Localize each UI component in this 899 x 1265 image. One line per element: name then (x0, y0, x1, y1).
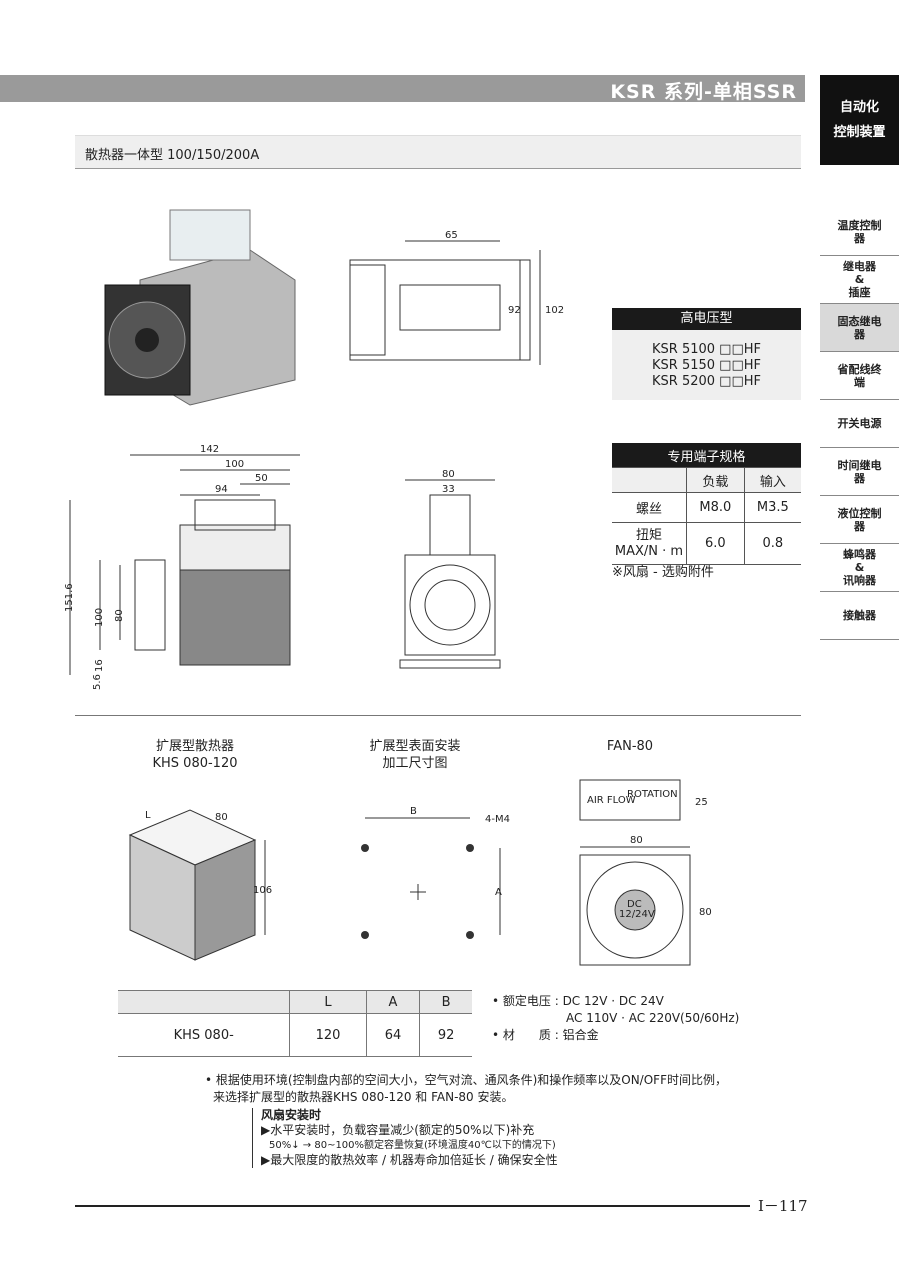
air-flow-label: AIR FLOW (587, 795, 636, 806)
dim-25: 25 (695, 797, 708, 808)
nav-item[interactable]: 继电器 & 插座 (820, 256, 899, 304)
footer-line (75, 1205, 750, 1207)
dim-94: 94 (215, 484, 228, 495)
page-title: KSR 系列-单相SSR (610, 81, 797, 103)
nav-item[interactable]: 固态继电 器 (820, 304, 899, 352)
cell: 64 (365, 1013, 420, 1057)
fan-voltage: 12/24V (619, 909, 655, 920)
cell: M3.5 (743, 492, 801, 523)
fan-drawing: AIR FLOW ROTATION 25 80 DC 12/24V 80 (579, 779, 712, 966)
cell: 92 (419, 1013, 472, 1057)
section-header: 散热器一体型 100/150/200A (75, 135, 801, 169)
dim-end-33: 33 (442, 484, 455, 495)
category-tab[interactable]: 自动化控制装置 (820, 75, 899, 165)
page-number: I－117 (758, 1197, 808, 1215)
dim-side-80: 80 (114, 609, 125, 622)
fan-install-note: 风扇安装时 ▶水平安装时，负载容量减少(额定的50%以下)补充 50%↓ → 8… (252, 1108, 558, 1168)
fan-dc: DC (627, 899, 642, 910)
nav-item[interactable]: 省配线终 端 (820, 352, 899, 400)
dim-65: 65 (445, 230, 458, 241)
side-nav: 温度控制 器继电器 & 插座固态继电 器省配线终 端开关电源时间继电 器液位控制… (820, 208, 899, 640)
caption-mount: 扩展型表面安装加工尺寸图 (369, 739, 461, 771)
cell: M8.0 (686, 492, 745, 523)
caption-fan: FAN-80 (606, 739, 654, 754)
header-bar: KSR 系列-单相SSR (0, 75, 805, 103)
usage-note: • 根据使用环境(控制盘内部的空间大小，空气对流、通风条件)和操作频率以及ON/… (205, 1073, 727, 1104)
end-view-drawing: 80 33 (399, 469, 501, 669)
dim-fan-h80: 80 (699, 907, 712, 918)
col-input: 输入 (743, 467, 801, 493)
category-line-1: 自动化 (839, 100, 879, 115)
dim-92: 92 (508, 305, 521, 316)
dim-102: 102 (545, 305, 564, 316)
category-line-2: 控制装置 (833, 125, 886, 140)
nav-item[interactable]: 时间继电 器 (820, 448, 899, 496)
fan-spec: • 额定电压 : DC 12V · DC 24V AC 110V · AC 22… (492, 994, 740, 1042)
dim-hs-80: 80 (215, 812, 228, 823)
dim-5-6: 5.6 (92, 674, 103, 690)
nav-item[interactable]: 温度控制 器 (820, 208, 899, 256)
dim-B: B (410, 806, 417, 817)
nav-item[interactable]: 蜂鸣器 & 讯响器 (820, 544, 899, 592)
product-photo (104, 209, 296, 406)
front-view-drawing: 142 100 94 50 151.6 100 80 16 5.6 (64, 444, 300, 690)
nav-item[interactable]: 液位控制 器 (820, 496, 899, 544)
dim-16: 16 (94, 659, 105, 672)
dim-fan-w80: 80 (630, 835, 643, 846)
spec-box: 高电压型 KSR 5100 □□HF KSR 5150 □□HF KSR 520… (612, 308, 801, 400)
dim-A: A (495, 887, 502, 898)
fan-note: ※风扇 - 选购附件 (612, 565, 714, 580)
dim-end-80: 80 (442, 469, 455, 480)
model-2: KSR 5150 □□HF (652, 358, 761, 373)
dim-side-100: 100 (94, 608, 105, 627)
model-1: KSR 5100 □□HF (652, 342, 761, 357)
diag-cell (612, 467, 687, 493)
dim-151-6: 151.6 (64, 583, 75, 612)
row-label: 扭矩 MAX/N · m (612, 522, 687, 565)
divider (75, 715, 801, 716)
dim-106: 106 (253, 885, 272, 896)
col-load: 负载 (686, 467, 745, 493)
nav-item[interactable]: 接触器 (820, 592, 899, 640)
cell: KHS 080- (118, 1013, 290, 1057)
rotation-label: ROTATION (627, 789, 678, 800)
dim-50: 50 (255, 473, 268, 484)
spec-title: 高电压型 (612, 308, 801, 330)
cell: 0.8 (743, 522, 801, 565)
section-title: 散热器一体型 100/150/200A (85, 148, 260, 163)
heatsink-drawing: L 80 106 (128, 809, 272, 961)
cell: 6.0 (686, 522, 745, 565)
mounting-drawing: B 4-M4 A (361, 806, 510, 939)
row-label: 螺丝 (612, 492, 687, 523)
dim-4-M4: 4-M4 (485, 814, 510, 825)
cell: 120 (289, 1013, 367, 1057)
dim-L: L (145, 810, 151, 821)
dim-142: 142 (200, 444, 219, 455)
nav-item[interactable]: 开关电源 (820, 400, 899, 448)
model-3: KSR 5200 □□HF (652, 374, 761, 389)
top-view-drawing: 65 92 102 (349, 230, 564, 365)
dim-100: 100 (225, 459, 244, 470)
terminal-title: 专用端子规格 (612, 443, 801, 468)
